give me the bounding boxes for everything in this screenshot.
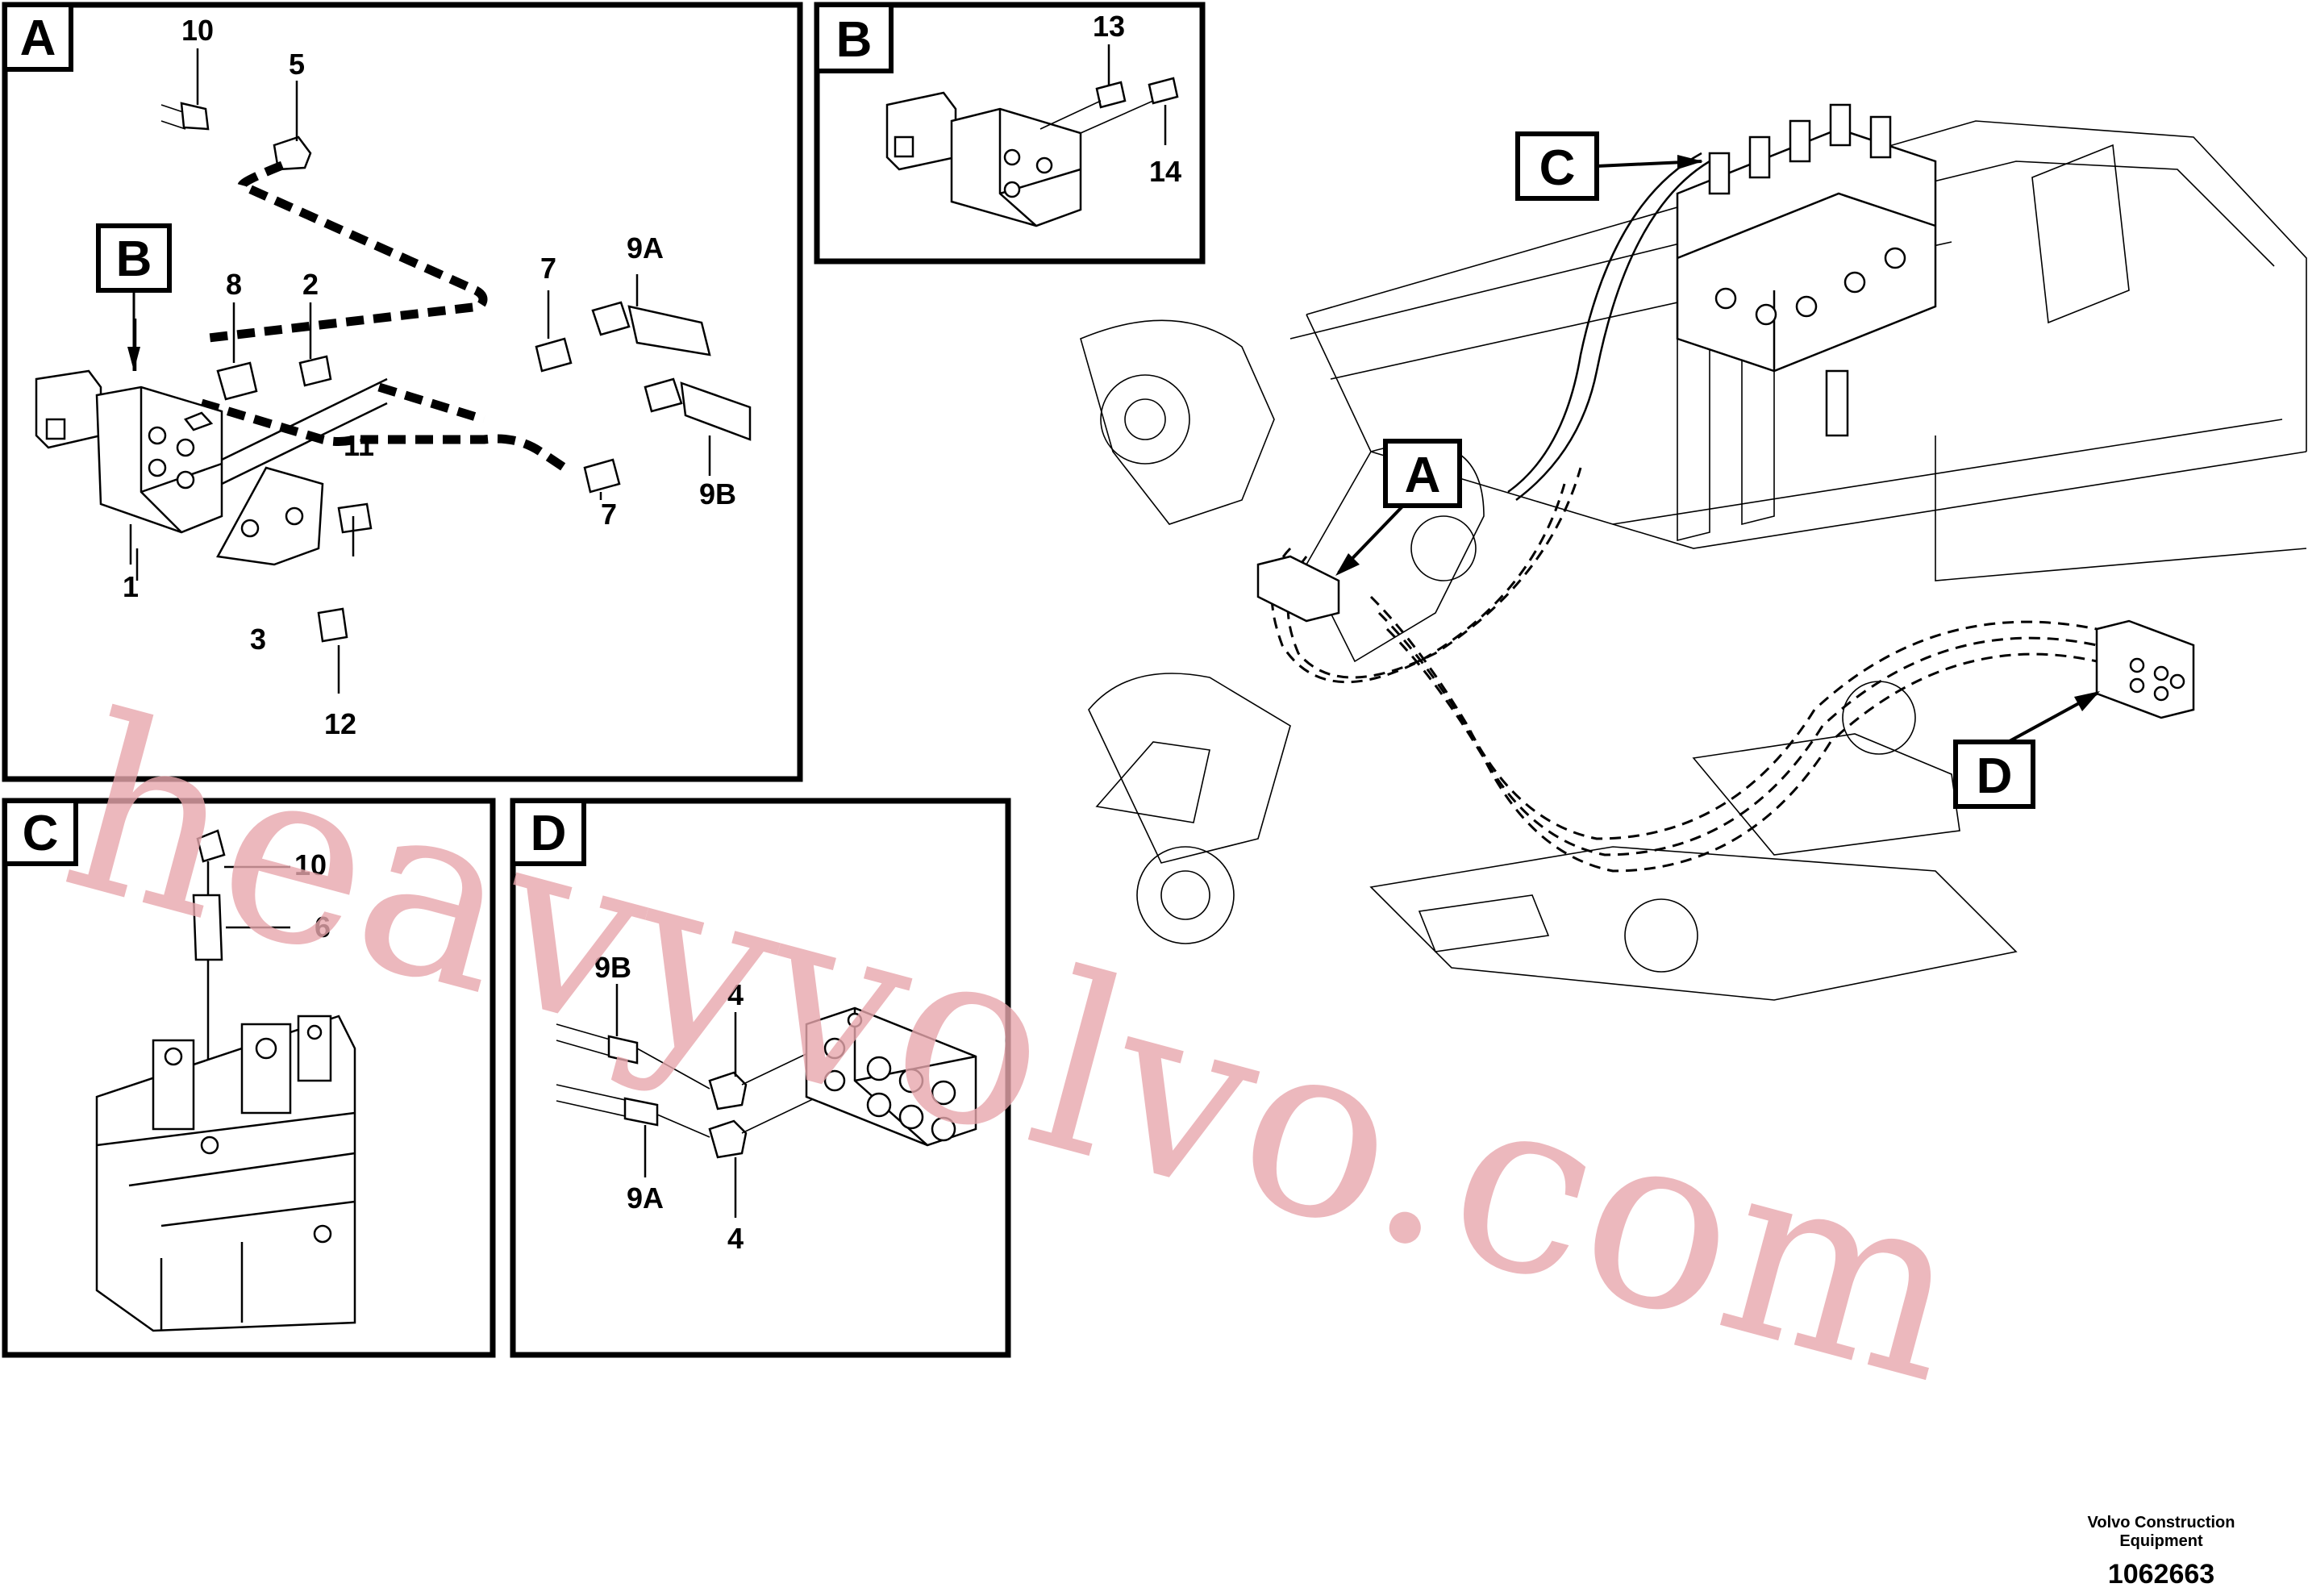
fitting-9a xyxy=(591,301,631,336)
document-number: 1062663 xyxy=(2108,1559,2214,1590)
hidden-hose-4 xyxy=(1377,611,2098,856)
hoses-d xyxy=(556,1023,630,1118)
label-9b: 9B xyxy=(699,477,736,510)
solenoid-valve xyxy=(35,369,223,534)
frame-b-tag: B xyxy=(836,12,873,68)
fitting-7-lower xyxy=(583,458,621,494)
frame-d-tag-box xyxy=(510,798,586,866)
detail-frame-c: C 10 6 xyxy=(2,798,496,1358)
fitting-7-upper xyxy=(535,337,573,373)
frame-a-tag-box xyxy=(2,2,73,72)
label-12: 12 xyxy=(324,707,356,740)
boom-lower xyxy=(1088,673,1291,864)
plug-14 xyxy=(1148,77,1179,105)
label-13: 13 xyxy=(1093,10,1125,43)
overview-tag-a: A xyxy=(1405,448,1441,503)
bolt-12 xyxy=(317,607,348,643)
elbow-4-upper xyxy=(708,1071,748,1111)
label-7-upper: 7 xyxy=(540,252,556,285)
frame-a-tag: A xyxy=(20,10,56,66)
fitting-c-10 xyxy=(196,829,226,863)
hidden-hose-2 xyxy=(1286,467,1582,679)
pipe-dashed-mid xyxy=(377,382,485,424)
label-1: 1 xyxy=(123,570,139,603)
hidden-hose-5 xyxy=(1385,627,2098,873)
hose-9b xyxy=(680,381,752,441)
elbow-4-lower xyxy=(708,1119,748,1159)
valve-pipes xyxy=(221,377,388,485)
plug-2 xyxy=(298,355,332,387)
frame-members xyxy=(1289,160,2307,581)
label-c-10: 10 xyxy=(294,848,327,881)
label-3: 3 xyxy=(250,623,266,656)
label-d-4-lower: 4 xyxy=(727,1222,744,1255)
label-d-9a: 9A xyxy=(627,1181,664,1215)
credit-line-2: Equipment xyxy=(2119,1532,2203,1550)
frame-c-tag-box xyxy=(2,798,78,866)
frame-d-border xyxy=(510,798,1011,1358)
pipe-dashed-upper xyxy=(201,160,488,344)
distribution-block xyxy=(805,1006,977,1147)
frame-d-tag: D xyxy=(531,806,567,861)
rear-post xyxy=(2031,144,2130,324)
lower-deck xyxy=(1692,733,1960,856)
hose-9a xyxy=(627,305,711,356)
main-control-valve xyxy=(1676,103,1937,437)
fitting-10 xyxy=(180,102,210,131)
label-2: 2 xyxy=(302,268,319,301)
lower-plate xyxy=(1369,846,2018,1001)
tag-b: B xyxy=(116,231,152,287)
credit-line-1: Volvo Construction xyxy=(2088,1514,2235,1531)
plug-13 xyxy=(1095,81,1127,109)
detail-frame-d: D 9B 4 9A 4 xyxy=(510,798,1011,1358)
label-14: 14 xyxy=(1149,155,1181,188)
hose-d-9b-end xyxy=(607,1035,639,1065)
valve-at-a xyxy=(1256,555,1340,623)
detail-frame-b: B 13 14 xyxy=(814,2,1206,265)
frame-a-border xyxy=(2,2,803,782)
pipe-dashed-lower xyxy=(200,398,568,472)
frame-c-tag: C xyxy=(23,806,59,861)
overview-tag-d: D xyxy=(1977,748,2013,804)
plug-8 xyxy=(216,361,258,401)
label-10: 10 xyxy=(181,14,214,47)
label-8: 8 xyxy=(226,268,242,301)
control-valve-partial xyxy=(95,1015,356,1332)
label-7-lower: 7 xyxy=(601,498,617,531)
overview-tag-a-box xyxy=(1383,439,1462,508)
hidden-hose-3 xyxy=(1369,595,2098,840)
machine-overview: C A D xyxy=(1080,103,2307,1001)
fitting-9b xyxy=(644,377,683,413)
fitting-c-6 xyxy=(192,894,223,961)
overview-tag-c: C xyxy=(1539,140,1576,196)
label-c-6: 6 xyxy=(315,911,331,944)
label-11: 11 xyxy=(344,429,374,462)
pin-bore-1 xyxy=(1100,374,1190,465)
solid-hose-c xyxy=(1507,152,1710,501)
hose-d-9a-end xyxy=(623,1097,659,1127)
label-5: 5 xyxy=(289,48,305,81)
overview-tag-d-box xyxy=(1953,740,2035,809)
bolt-11 xyxy=(337,502,373,534)
tag-b-arrowhead xyxy=(127,347,140,371)
valve-b-coil xyxy=(885,91,957,171)
frame-b-border xyxy=(814,2,1206,265)
label-9a: 9A xyxy=(627,231,664,265)
bracket-3 xyxy=(216,466,324,566)
block-at-d xyxy=(2095,619,2195,719)
label-d-9b: 9B xyxy=(594,951,631,984)
boom-foot-left xyxy=(1080,319,1275,525)
label-d-4-upper: 4 xyxy=(727,978,744,1011)
detail-frame-a: A 10 xyxy=(2,2,803,782)
frame-b-tag-box xyxy=(814,2,894,73)
frame-c-border xyxy=(2,798,496,1358)
